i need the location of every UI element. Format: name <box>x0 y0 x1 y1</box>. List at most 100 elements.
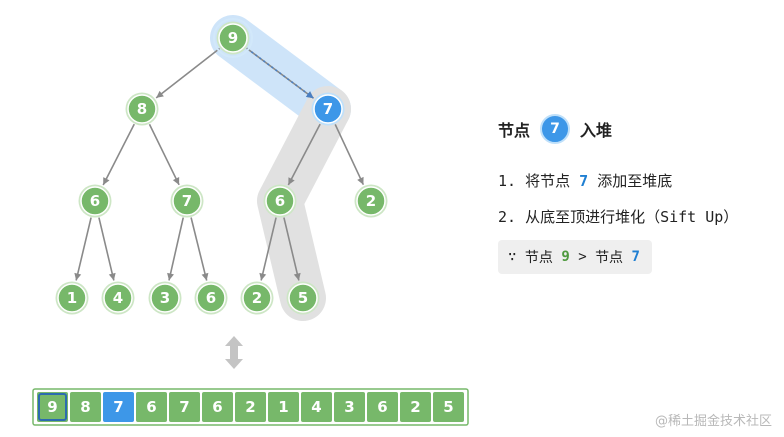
array-cell-value: 4 <box>311 398 321 416</box>
tree-node-value: 3 <box>160 289 170 307</box>
step-1-after: 添加至堆底 <box>597 172 673 190</box>
tree-node-n4: 7 <box>170 184 204 218</box>
tree-edge <box>190 217 208 281</box>
tree-edge-arrowhead <box>167 272 174 281</box>
array-cell: 9 <box>37 392 68 422</box>
tree-node-value: 1 <box>67 289 77 307</box>
tree-node-n9: 3 <box>148 281 182 315</box>
tree-node-n2: 7 <box>311 92 345 126</box>
array-cell: 2 <box>235 392 266 422</box>
tree-node-value: 8 <box>137 100 147 118</box>
tree-node-n3: 6 <box>78 184 112 218</box>
step-1-before: 将节点 <box>525 172 571 190</box>
compare-left-value: 9 <box>561 249 570 265</box>
tree-nodes: 9 8 7 6 7 6 2 1 4 3 6 2 5 <box>55 18 388 315</box>
tree-edge <box>155 47 221 99</box>
tree-edge-arrowhead <box>74 272 82 281</box>
array-cell-value: 2 <box>245 398 255 416</box>
tree-node-n1: 8 <box>125 92 159 126</box>
tree-edge <box>148 123 180 186</box>
step-1: 1. 将节点 7 添加至堆底 <box>498 170 672 191</box>
array-cell: 6 <box>367 392 398 422</box>
array-cell: 4 <box>301 392 332 422</box>
tree-edge <box>98 217 115 281</box>
swap-arrow-line <box>246 48 315 99</box>
tree-edge-arrowhead <box>288 177 295 186</box>
tree-node-value: 7 <box>182 192 192 210</box>
comparison-box: ∵ 节点 9 > 节点 7 <box>498 240 652 274</box>
step-1-node: 7 <box>579 172 589 190</box>
tree-edge-arrowhead <box>108 272 116 281</box>
tree-node-value: 7 <box>323 100 333 118</box>
tree-edge <box>168 217 185 281</box>
array-cell-value: 6 <box>146 398 156 416</box>
tree-node-n6: 2 <box>354 184 388 218</box>
tree-node-value: 9 <box>228 29 238 47</box>
tree-node-n0: 9 <box>213 18 253 58</box>
heap-array: 9 8 7 6 7 6 2 1 4 3 6 2 5 <box>32 388 469 426</box>
swap-arrowhead <box>305 91 314 99</box>
array-cell-value: 8 <box>80 398 90 416</box>
array-cell: 6 <box>202 392 233 422</box>
array-cell: 7 <box>103 392 134 422</box>
array-cell-value: 1 <box>278 398 288 416</box>
tree-node-n12: 5 <box>286 281 320 315</box>
array-cell-value: 6 <box>212 398 222 416</box>
title-prefix: 节点 <box>498 121 531 140</box>
step-2-index: 2. <box>498 208 517 226</box>
compare-left-label: 节点 <box>524 250 553 266</box>
compare-right-label: 节点 <box>595 250 624 266</box>
title-suffix: 入堆 <box>580 121 613 140</box>
tree-node-value: 4 <box>113 289 123 307</box>
tree-edge-arrowhead <box>156 90 164 98</box>
tree-edge-arrowhead <box>293 272 301 281</box>
tree-node-n8: 4 <box>101 281 135 315</box>
compare-operator: > <box>578 249 587 265</box>
step-2: 2. 从底至顶进行堆化（Sift Up） <box>498 206 738 227</box>
tree-node-n10: 6 <box>194 281 228 315</box>
highlight-bands <box>210 15 351 321</box>
tree-edge-arrowhead <box>357 176 364 185</box>
array-cell: 1 <box>268 392 299 422</box>
array-cell-value: 6 <box>377 398 387 416</box>
panel-title: 节点 7 入堆 <box>498 114 778 144</box>
array-cell-value: 7 <box>113 398 123 416</box>
array-cell: 8 <box>70 392 101 422</box>
array-cell: 7 <box>169 392 200 422</box>
tree-edge <box>334 124 365 186</box>
tree-edge <box>75 217 92 281</box>
array-cell-value: 7 <box>179 398 189 416</box>
step-2-text: 从底至顶进行堆化（Sift Up） <box>525 208 739 226</box>
tree-edge-arrowhead <box>259 272 267 281</box>
title-node-badge: 7 <box>540 114 571 144</box>
array-cell: 6 <box>136 392 167 422</box>
tree-node-value: 6 <box>90 192 100 210</box>
array-cell-value: 2 <box>410 398 420 416</box>
array-cell: 2 <box>400 392 431 422</box>
array-cell-value: 9 <box>47 398 57 416</box>
array-cell-value: 5 <box>443 398 453 416</box>
tree-edge <box>283 217 300 281</box>
tree-edge <box>287 123 321 186</box>
tree-node-value: 2 <box>366 192 376 210</box>
tree-node-n7: 1 <box>55 281 89 315</box>
tree-node-n11: 2 <box>240 281 274 315</box>
array-cell: 3 <box>334 392 365 422</box>
swap-arrow <box>246 48 315 99</box>
tree-edge-arrowhead <box>172 177 180 185</box>
explanation-panel: 节点 7 入堆 1. 将节点 7 添加至堆底 2. 从底至顶进行堆化（Sift … <box>498 114 778 274</box>
tree-node-value: 6 <box>206 289 216 307</box>
tree-edge <box>102 123 135 186</box>
tree-node-value: 5 <box>298 289 308 307</box>
watermark: @稀土掘金技术社区 <box>654 414 772 429</box>
tree-edge-arrowhead <box>201 272 209 281</box>
array-cell-value: 3 <box>344 398 354 416</box>
compare-right-value: 7 <box>631 249 640 265</box>
tree-node-value: 6 <box>275 192 285 210</box>
tree-node-value: 2 <box>252 289 262 307</box>
step-1-index: 1. <box>498 172 517 190</box>
because-symbol: ∵ <box>508 249 517 265</box>
array-cell: 5 <box>433 392 464 422</box>
